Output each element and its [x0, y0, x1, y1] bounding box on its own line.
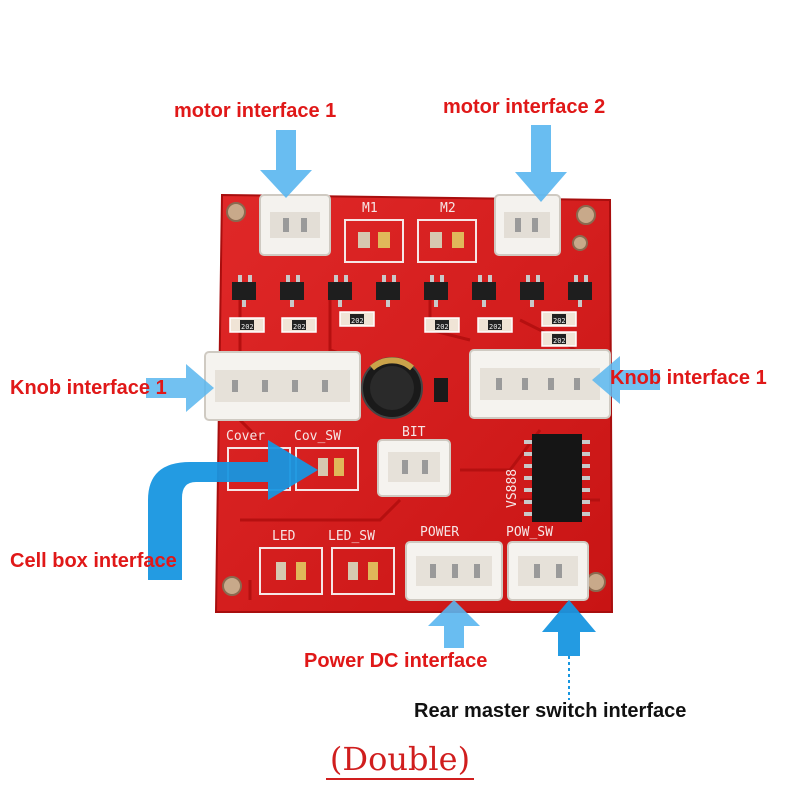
ic-chip — [524, 434, 590, 522]
bit-connector — [377, 439, 451, 497]
resistor-code: 202 — [553, 337, 566, 345]
arrow-knob-right — [592, 356, 660, 404]
resistor-code: 202 — [553, 317, 566, 325]
pow-sw-connector — [507, 541, 589, 601]
resistor-code: 202 — [351, 317, 364, 325]
label-cell-box-interface: Cell box interface — [10, 550, 177, 572]
silk-m1: M1 — [362, 201, 378, 216]
silk-cov-sw: Cov_SW — [294, 429, 341, 444]
motor-connector-1 — [259, 194, 331, 256]
led-pads — [259, 547, 395, 595]
silk-cover: Cover — [226, 429, 265, 444]
caption-text: (Double) — [325, 740, 475, 780]
arrow-cell-box — [148, 440, 318, 580]
m1-pads — [344, 219, 404, 263]
knob-connector-left — [204, 351, 361, 421]
arrow-motor-2 — [515, 125, 567, 202]
capacitor — [361, 357, 423, 419]
transistor-legs — [238, 275, 588, 307]
resistor-code: 202 — [436, 323, 449, 331]
silk-power: POWER — [420, 525, 459, 540]
power-connector — [405, 541, 503, 601]
arrow-power-dc — [428, 600, 480, 648]
small-capacitor — [434, 378, 448, 402]
label-knob-interface-right: Knob interface 1 — [610, 367, 767, 389]
resistor-code: 202 — [293, 323, 306, 331]
label-power-dc-interface: Power DC interface — [304, 650, 488, 672]
silk-pow-sw: POW_SW — [506, 525, 553, 540]
resistor-code: 202 — [241, 323, 254, 331]
mounting-holes — [222, 202, 606, 596]
label-rear-master-switch-interface: Rear master switch interface — [414, 700, 687, 722]
resistor-row: 202 202 202 202 202 202 202 — [229, 311, 577, 347]
arrow-knob-left — [146, 364, 214, 412]
silk-m2: M2 — [440, 201, 456, 216]
motor-connector-2 — [494, 194, 561, 256]
m2-pads — [417, 219, 477, 263]
label-knob-interface-left: Knob interface 1 — [10, 377, 167, 399]
transistor-row — [232, 282, 592, 300]
resistor-code: 202 — [489, 323, 502, 331]
silk-led-sw: LED_SW — [328, 529, 375, 544]
arrow-motor-1 — [260, 130, 312, 198]
silk-led: LED — [272, 529, 296, 544]
knob-connector-right — [469, 349, 611, 419]
silk-chip: VS888 — [505, 469, 520, 508]
label-motor-interface-2: motor interface 2 — [443, 96, 606, 118]
caption: (Double) — [0, 740, 800, 780]
label-motor-interface-1: motor interface 1 — [174, 100, 337, 122]
arrow-rear-switch — [542, 600, 596, 656]
silk-bit: BIT — [402, 425, 426, 440]
